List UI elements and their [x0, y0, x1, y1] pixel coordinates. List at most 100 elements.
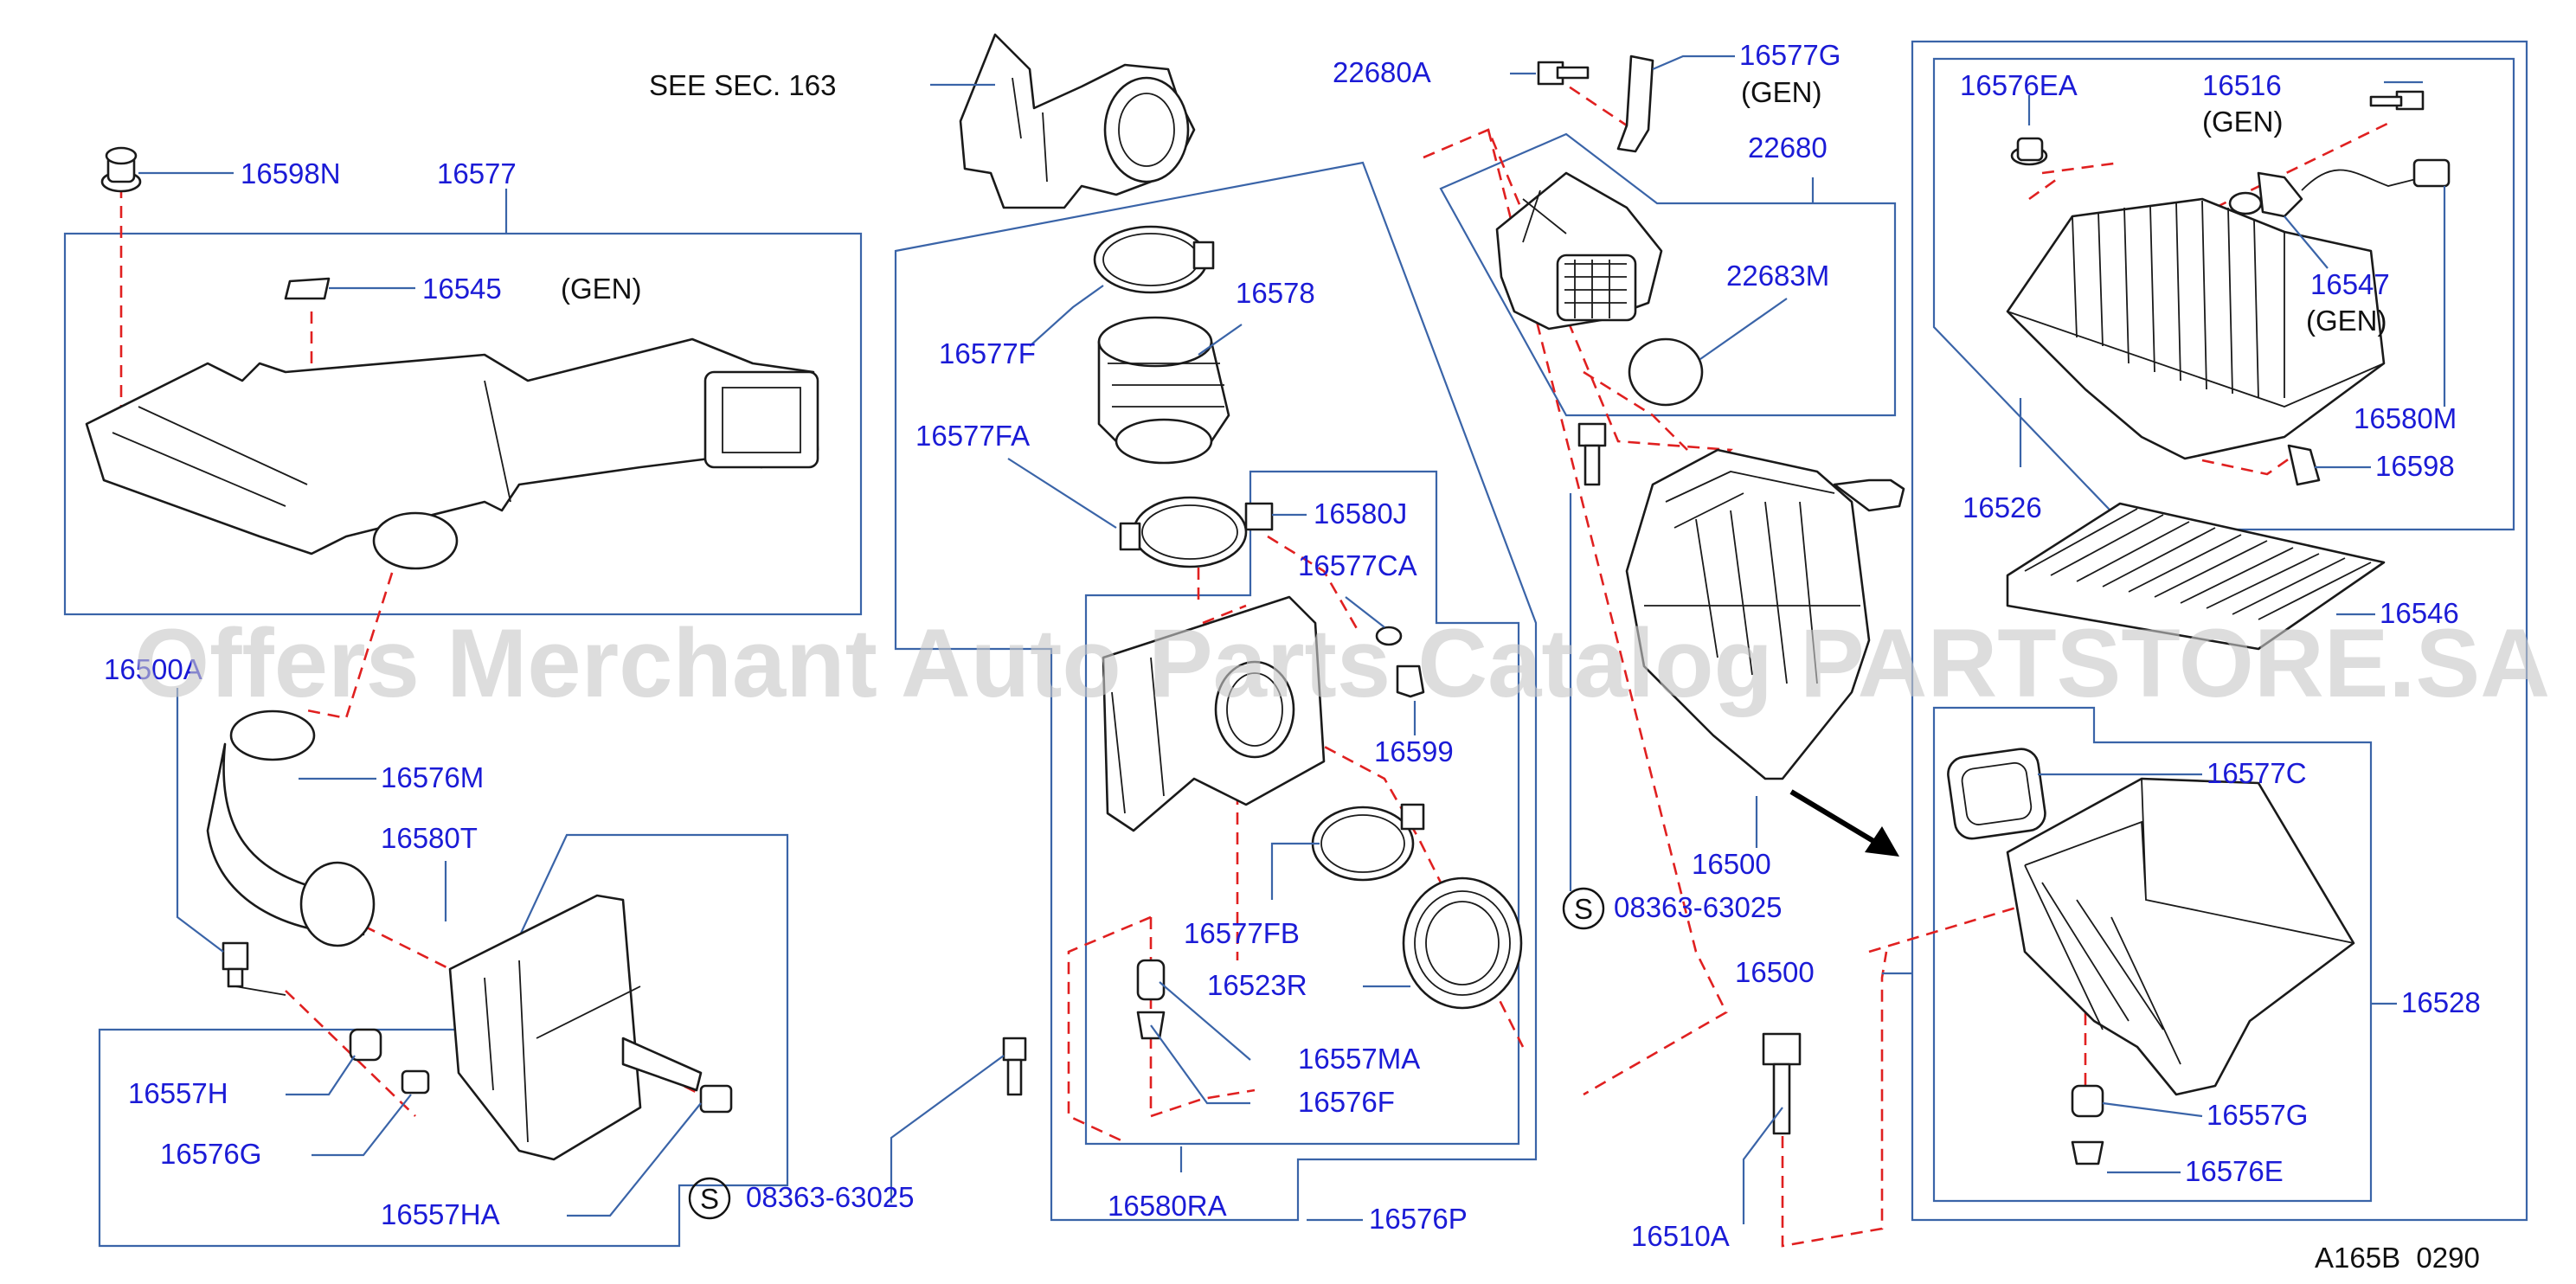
grommet-16557MA-drawing: [1136, 959, 1166, 1001]
leader-16510A: [1742, 1107, 1783, 1224]
label-16545: 16545: [422, 273, 502, 305]
boot-16578-drawing: [1097, 316, 1230, 465]
dash-sensor: [2214, 119, 2393, 209]
dash-afm-housing: [1423, 128, 1733, 512]
label-22680A: 22680A: [1333, 56, 1431, 88]
leader-16557G: [2102, 1101, 2203, 1118]
dash-bolt-lower: [1781, 951, 1888, 1248]
leader-16577FA: [1007, 458, 1117, 529]
standard-part-letter-mid: S: [1574, 893, 1593, 925]
label-16557H: 16557H: [128, 1077, 228, 1109]
upper-case-drawing: [2006, 197, 2386, 460]
leader-22683M: [1699, 298, 1788, 360]
leader-16577F: [1029, 285, 1104, 347]
dash-afm-seal: [1583, 370, 1688, 451]
leader-16547: [2284, 215, 2329, 269]
label-16500-right: 16500: [1735, 956, 1815, 988]
label-16598N: 16598N: [241, 157, 341, 189]
label-gen-16516: (GEN): [2202, 106, 2284, 138]
standard-part-symbol-left: [688, 1177, 731, 1220]
label-16576F: 16576F: [1298, 1086, 1395, 1118]
label-22683M: 22683M: [1726, 260, 1829, 292]
box-16576P: [894, 161, 1538, 1222]
label-16526: 16526: [1963, 491, 2042, 523]
boot-16523R-drawing: [1402, 876, 1523, 1010]
leader-16557H: [286, 1055, 356, 1096]
label-16578: 16578: [1236, 277, 1315, 309]
seal-22683M-drawing: [1628, 337, 1704, 407]
label-08363-mid: 08363-63025: [1614, 891, 1783, 923]
label-16577FB: 16577FB: [1184, 917, 1300, 949]
label-16528: 16528: [2401, 986, 2481, 1018]
label-08363-left: 08363-63025: [746, 1181, 915, 1213]
label-16599: 16599: [1374, 735, 1454, 767]
collar-16576G-drawing: [401, 1069, 430, 1095]
leader-16500A: [176, 688, 224, 953]
bolt-08363-left-drawing: [1002, 1037, 1027, 1096]
air-cleaner-assembly-drawing: [1625, 448, 1905, 780]
leader-16557MA: [1159, 981, 1251, 1061]
ring-16577CA-drawing: [1375, 626, 1403, 646]
label-16580J: 16580J: [1314, 498, 1407, 530]
label-16546: 16546: [2380, 597, 2459, 629]
label-16577C: 16577C: [2207, 757, 2307, 789]
leader-16576G: [312, 1094, 412, 1157]
label-16557MA: 16557MA: [1298, 1043, 1420, 1075]
label-16516: 16516: [2202, 69, 2282, 101]
label-16523R: 16523R: [1207, 969, 1307, 1001]
intake-duct-drawing: [85, 337, 819, 570]
label-16598: 16598: [2375, 450, 2455, 482]
grommet-16557H-drawing: [349, 1028, 382, 1062]
label-gen-16547: (GEN): [2306, 305, 2387, 337]
leader-16557HA: [567, 1102, 702, 1217]
bolt-08363-mid-drawing: [1577, 422, 1607, 486]
label-16576E: 16576E: [2185, 1155, 2284, 1187]
bolt-16510A-drawing: [1762, 1032, 1802, 1135]
label-16510A: 16510A: [1631, 1220, 1730, 1252]
grommet-16598N-drawing: [100, 146, 142, 193]
bolt-22680A-drawing: [1537, 61, 1590, 86]
watermark-text: Offers Merchant Auto Parts Catalog PARTS…: [134, 609, 2550, 717]
label-gen-16577G: (GEN): [1741, 76, 1822, 108]
throttle-body-drawing: [959, 33, 1196, 209]
pin-16599-drawing: [1396, 664, 1425, 698]
box-16580RA: [1084, 470, 1520, 1146]
dash-clip: [1267, 535, 1360, 632]
label-16576EA: 16576EA: [1960, 69, 2078, 101]
dash-bolt-top: [1552, 74, 1628, 127]
air-hose-drawing: [206, 709, 376, 947]
leader-16577G: [1652, 55, 1735, 71]
clamp-16577F-drawing: [1093, 225, 1215, 294]
air-flow-meter-drawing: [1495, 171, 1663, 331]
clamp-16577FA-drawing: [1119, 496, 1248, 568]
direction-arrow: [1789, 789, 1899, 857]
bracket-16580J-drawing: [1244, 502, 1274, 531]
label-16576P: 16576P: [1369, 1203, 1468, 1235]
filter-element-drawing: [2006, 502, 2386, 651]
leader-16577CA: [1345, 596, 1385, 628]
label-tag-drawing: [284, 277, 331, 300]
grommet-16576EA-drawing: [2010, 137, 2048, 166]
clamp-16577FB-drawing: [1311, 803, 1425, 882]
box-16528: [1932, 706, 2373, 1203]
label-22680: 22680: [1748, 132, 1828, 164]
leader-16578: [1198, 324, 1243, 356]
label-16577CA: 16577CA: [1298, 549, 1417, 581]
label-16580RA: 16580RA: [1108, 1190, 1227, 1222]
seal-16577C-drawing: [1947, 748, 2046, 840]
box-22680: [1439, 132, 1897, 417]
lower-case-drawing: [2006, 777, 2355, 1096]
label-16580M: 16580M: [2354, 402, 2457, 434]
label-16557HA: 16557HA: [381, 1198, 500, 1230]
standard-part-symbol-mid: [1562, 887, 1605, 930]
resonator-drawing: [448, 894, 703, 1161]
box-16577: [63, 232, 863, 616]
inlet-duct-drawing: [1102, 595, 1326, 832]
label-16577G: 16577G: [1739, 39, 1840, 71]
grommet-16557G-drawing: [2071, 1084, 2104, 1118]
label-16580T: 16580T: [381, 822, 478, 854]
dash-housing-long: [1487, 129, 1728, 1096]
box-16526: [1932, 57, 2515, 531]
